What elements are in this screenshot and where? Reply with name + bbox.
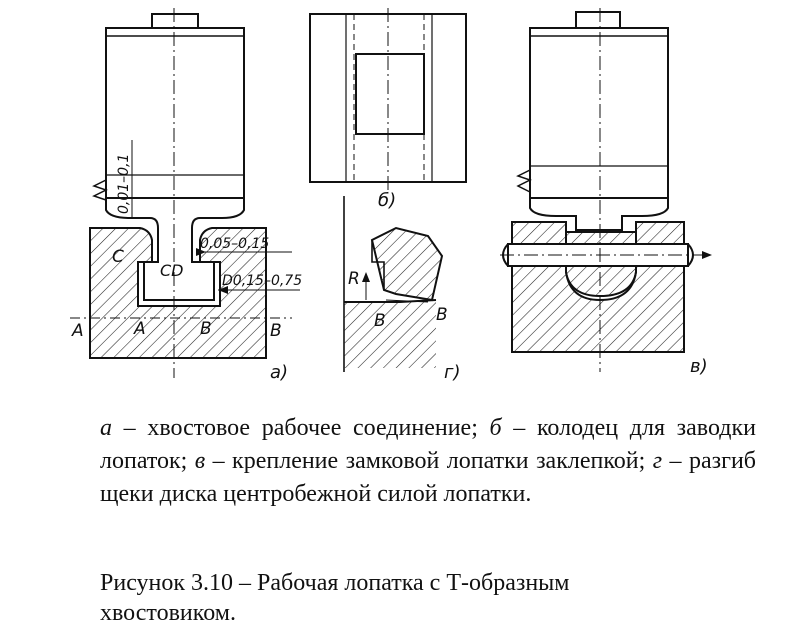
caption-text-g: – разгиб щеки диска центробежной силой л… [100, 448, 756, 507]
dim-a-1: 0,01–0,1 [116, 154, 132, 214]
label-a-C: C [112, 247, 124, 267]
label-g-R: R [348, 269, 360, 289]
dim-a-3: D0,15–0,75 [222, 273, 302, 289]
part-b-label: б) [378, 190, 396, 211]
figure-part-b [309, 8, 467, 192]
label-g-B-right: B [436, 305, 448, 325]
caption-key-b: б [489, 415, 502, 441]
caption-text-v: – крепление замковой лопатки заклепкой; [205, 448, 653, 474]
caption-key-a: а [100, 415, 112, 441]
label-a-A-left: A [71, 321, 84, 341]
figure-part-a [70, 8, 300, 378]
label-a-CD: CD [160, 261, 184, 280]
label-a-B-inner: B [200, 319, 212, 339]
part-a-label: а) [270, 362, 288, 383]
dim-a-2: 0,05–0,15 [200, 236, 269, 252]
caption-text-a: – хвостовое рабочее соединение; [112, 415, 490, 441]
caption-text-b: – колодец для заводки лопаток; [100, 415, 756, 474]
figure-drawing: C CD A A B B 0,01–0,1 0,05–0,15 D0,15–0,… [70, 8, 712, 383]
label-g-B-left: B [374, 311, 386, 331]
caption-key-g: г [652, 448, 663, 474]
part-v-label: в) [690, 356, 708, 377]
figure-part-v [500, 8, 712, 372]
label-a-B-right: B [270, 321, 282, 341]
figure-part-a-labels: C CD A A B B 0,01–0,1 0,05–0,15 D0,15–0,… [71, 154, 302, 383]
figure-caption: а – хвостовое рабочее соединение; б – ко… [100, 412, 756, 511]
part-g-label: г) [444, 362, 460, 383]
figure-title: Рисунок 3.10 – Рабочая лопатка с Т-образ… [100, 570, 570, 626]
figure-part-g-labels: R B B г) [348, 269, 460, 383]
label-a-A-inner: A [133, 319, 146, 339]
caption-key-v: в [194, 448, 206, 474]
figure-part-g [343, 196, 444, 372]
